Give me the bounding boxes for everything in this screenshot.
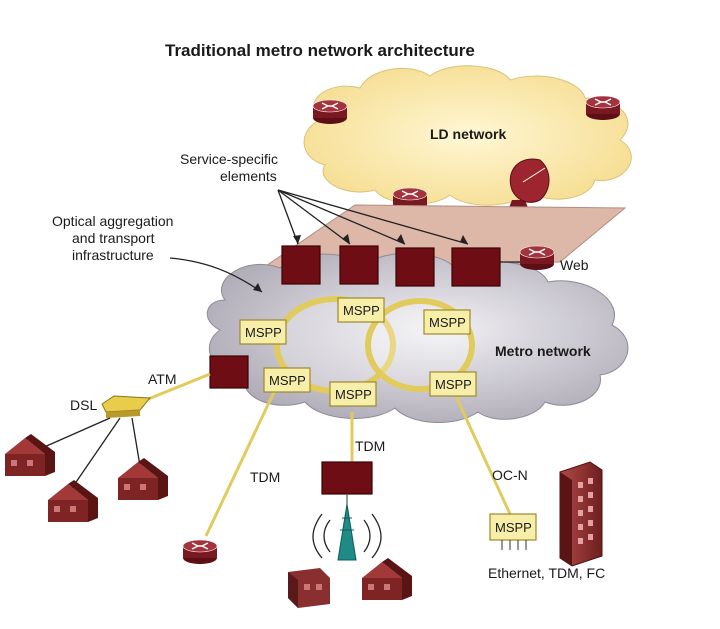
ld-cloud bbox=[303, 65, 632, 206]
ocn-label: OC-N bbox=[492, 467, 528, 483]
router-icon bbox=[182, 539, 218, 565]
mspp-node: MSPP bbox=[263, 367, 311, 393]
optical-aggregation-label: Optical aggregation bbox=[52, 213, 173, 229]
dsl-label: DSL bbox=[70, 397, 97, 413]
ethernet-label: Ethernet, TDM, FC bbox=[488, 565, 605, 581]
tdm-element bbox=[321, 461, 373, 495]
mspp-node: MSPP bbox=[239, 319, 287, 345]
diagram-title: Traditional metro network architecture bbox=[165, 41, 475, 60]
service-specific-label: Service-specific bbox=[180, 151, 278, 167]
svg-text:MSPP: MSPP bbox=[343, 303, 380, 318]
service-element bbox=[339, 245, 379, 285]
ld-network-label: LD network bbox=[430, 126, 506, 142]
house-icon bbox=[48, 480, 98, 522]
svg-text:MSPP: MSPP bbox=[429, 315, 466, 330]
service-arrows bbox=[277, 189, 469, 245]
house-icon bbox=[362, 558, 412, 600]
service-element bbox=[281, 245, 321, 285]
house-icon bbox=[118, 458, 168, 500]
svg-text:MSPP: MSPP bbox=[245, 325, 282, 340]
mspp-node: MSPP bbox=[429, 371, 477, 397]
cell-tower-icon bbox=[312, 494, 382, 561]
mspp-node: MSPP bbox=[489, 513, 537, 550]
service-specific-label: elements bbox=[220, 168, 277, 184]
svg-text:MSPP: MSPP bbox=[495, 520, 532, 535]
optical-aggregation-label: and transport bbox=[72, 230, 155, 246]
dsl-hub-icon bbox=[101, 395, 152, 418]
mspp-node: MSPP bbox=[423, 309, 471, 335]
atm-element bbox=[209, 355, 249, 389]
optical-aggregation-label: infrastructure bbox=[72, 247, 154, 263]
skyscraper-icon bbox=[559, 461, 603, 567]
house-icon bbox=[5, 434, 55, 476]
tdm-label: TDM bbox=[355, 438, 385, 454]
router-icon bbox=[585, 95, 621, 121]
router-icon bbox=[312, 99, 348, 125]
mspp-node: MSPP bbox=[337, 297, 385, 323]
web-label: Web bbox=[560, 257, 589, 273]
service-element bbox=[451, 247, 501, 287]
router-icon bbox=[519, 245, 555, 271]
mspp-node: MSPP bbox=[329, 381, 377, 407]
metro-network-label: Metro network bbox=[495, 343, 591, 359]
atm-label: ATM bbox=[148, 371, 177, 387]
svg-text:MSPP: MSPP bbox=[335, 387, 372, 402]
service-element bbox=[395, 247, 435, 287]
tdm-label: TDM bbox=[250, 469, 280, 485]
office-building-icon bbox=[288, 568, 330, 608]
svg-text:MSPP: MSPP bbox=[435, 377, 472, 392]
svg-text:MSPP: MSPP bbox=[269, 373, 306, 388]
